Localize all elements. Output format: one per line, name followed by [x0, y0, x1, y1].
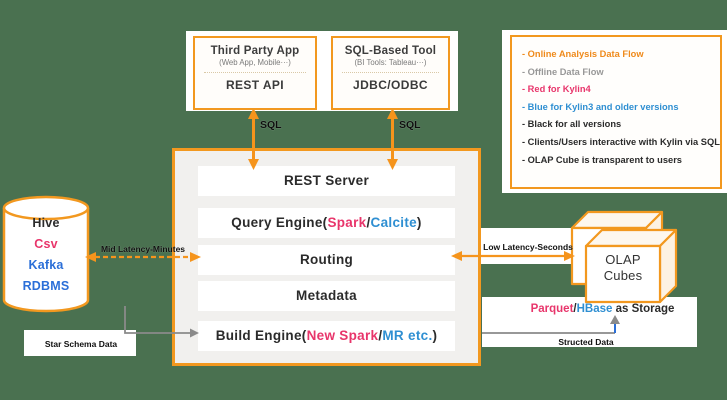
backdrop-star-schema [24, 330, 136, 356]
low-latency-arrow [451, 251, 575, 261]
divider [342, 72, 439, 73]
jdbc-odbc-label: JDBC/ODBC [353, 78, 428, 92]
text-segment: / [378, 328, 383, 343]
third-party-app-title: Third Party App [210, 45, 300, 57]
star-schema-label: Star Schema Data [44, 339, 118, 349]
divider [204, 72, 306, 73]
backdrop-low-latency [479, 228, 576, 264]
rest-api-label: REST API [225, 78, 285, 92]
legend-item: - Red for Kylin4 [522, 84, 591, 95]
olap-cubes-label: OLAP Cubes [588, 252, 658, 284]
sql-arrow-left [248, 108, 259, 170]
text-segment: / [366, 215, 371, 230]
text-segment: REST Server [283, 173, 370, 188]
legend-box: - Online Analysis Data Flow - Offline Dat… [510, 35, 722, 189]
legend-item: - Offline Data Flow [522, 66, 604, 77]
sql-tool-title: SQL-Based Tool [344, 45, 437, 57]
sql-arrow-right [387, 108, 398, 170]
datasource-item-hive: Hive [32, 216, 60, 230]
server-layer-build-engine: Build Engine(New Spark/MR etc.) [198, 321, 455, 351]
text-segment: ) [416, 215, 422, 230]
text-segment: Routing [299, 252, 354, 267]
text-segment: Metadata [296, 288, 357, 303]
server-layer-metadata: Metadata [198, 281, 455, 311]
legend-item: - Black for all versions [522, 119, 622, 130]
server-layer-query-engine: Query Engine(Spark/Calcite) [198, 208, 455, 238]
legend-item: - OLAP Cube is transparent to users [522, 154, 682, 165]
legend-item: - Online Analysis Data Flow [522, 49, 644, 59]
datasource-item-kafka: Kafka [28, 258, 64, 272]
text-segment: Calcite [370, 215, 417, 230]
sql-based-tool-box: SQL-Based Tool (BI Tools: Tableau···) JD… [331, 36, 450, 110]
text-segment: Spark [327, 215, 367, 230]
text-segment: Parquet [530, 303, 574, 315]
sql-label-right: SQL [399, 119, 421, 131]
star-schema-arrow [124, 306, 199, 338]
datasource-item-csv: Csv [34, 237, 58, 251]
low-latency-label: Low Latency-Seconds [483, 242, 573, 252]
structed-data-arrow [482, 315, 620, 334]
datasource-item-rdbms: RDBMS [22, 279, 70, 293]
third-party-app-box: Third Party App (Web App, Mobile···) RES… [193, 36, 317, 110]
text-segment: ) [432, 328, 438, 343]
text-segment: Query Engine( [231, 215, 328, 230]
cube-front [584, 228, 678, 304]
text-segment: HBase [576, 303, 613, 315]
legend-items: - Online Analysis Data Flow - Offline Dat… [522, 46, 720, 169]
olap-label-line1: OLAP [605, 252, 641, 267]
text-segment: Build Engine( [215, 328, 307, 343]
text-segment: New Spark [306, 328, 379, 343]
legend-item: - Clients/Users interactive with Kylin v… [522, 136, 720, 147]
third-party-app-subtitle: (Web App, Mobile···) [219, 58, 291, 67]
text-segment: MR etc. [382, 328, 433, 343]
datasource-cylinder [2, 195, 90, 313]
mid-latency-label: Mid Latency-Minutes [100, 244, 186, 254]
sql-tool-subtitle: (BI Tools: Tableau···) [354, 58, 427, 67]
olap-cubes [570, 210, 678, 304]
server-layer-routing: Routing [198, 245, 455, 275]
structed-data-label: Structed Data [558, 337, 614, 347]
server-layer-rest-server: REST Server [198, 166, 455, 196]
storage-caption: Parquet/HBase as Storage [500, 303, 705, 315]
text-segment: as Storage [612, 303, 675, 315]
legend-item: - Blue for Kylin3 and older versions [522, 101, 679, 112]
olap-label-line2: Cubes [603, 268, 643, 283]
backdrop-storage-caption [482, 297, 697, 347]
mid-latency-arrow [85, 252, 201, 262]
sql-label-left: SQL [260, 119, 282, 131]
text-segment: / [573, 303, 577, 315]
